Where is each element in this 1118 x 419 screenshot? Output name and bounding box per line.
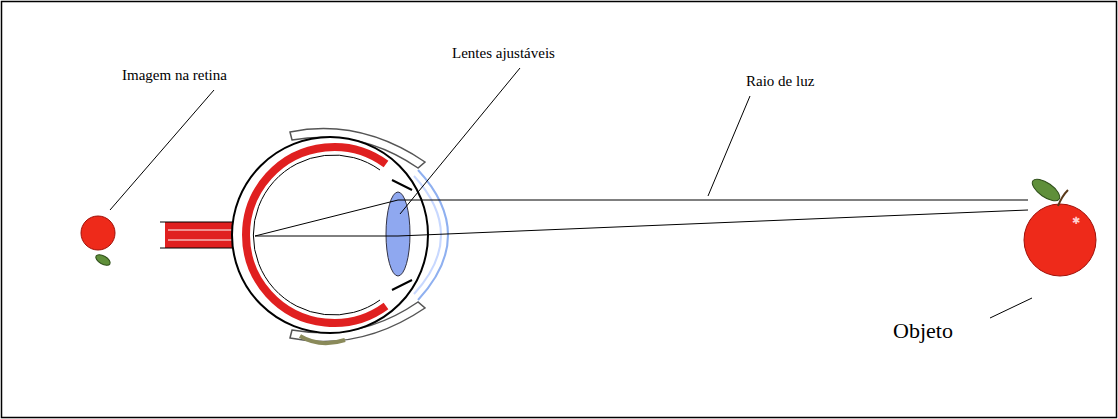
eyelid-fold <box>300 336 345 343</box>
light-ray <box>255 200 1028 236</box>
lens <box>386 192 410 276</box>
retina-image-apple <box>81 216 115 267</box>
leader-line <box>990 298 1032 318</box>
svg-text:✱: ✱ <box>1072 215 1080 226</box>
leader-line <box>110 90 214 210</box>
optic-nerve <box>160 222 240 248</box>
retina <box>246 147 386 323</box>
part-label: Objeto <box>893 318 953 344</box>
part-label: Lentes ajustáveis <box>452 44 555 62</box>
part-label: Raio de luz <box>746 72 814 90</box>
iris-bottom <box>392 280 412 290</box>
retina-inner-edge <box>253 155 380 315</box>
leader-line <box>708 96 750 196</box>
light-ray <box>255 210 1028 236</box>
sclera <box>232 137 428 333</box>
leader-line <box>400 68 520 214</box>
apple-object: ✱ <box>1024 175 1096 276</box>
part-label: Imagem na retina <box>122 66 227 84</box>
iris-top <box>392 180 412 190</box>
